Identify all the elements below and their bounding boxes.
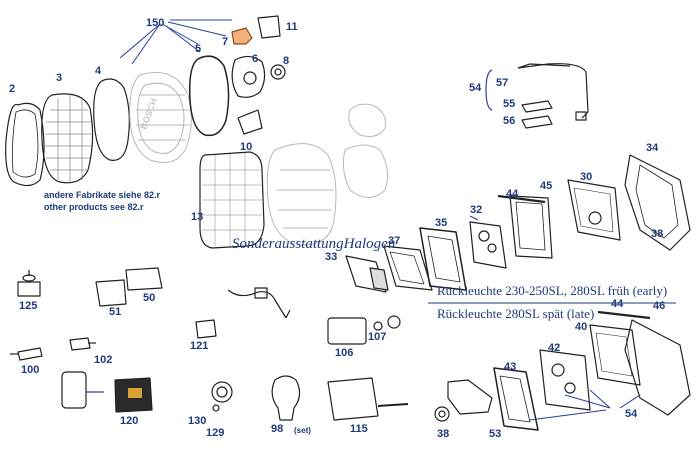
flasher-drawing <box>61 371 87 409</box>
nut-107-drawing <box>373 321 383 331</box>
caption-sonderausstattung: SonderausstattungHalogen <box>232 236 396 252</box>
label-102: 102 <box>94 354 113 366</box>
label-57: 57 <box>496 77 509 89</box>
switch-121-drawing <box>195 319 217 339</box>
caption-rueckleuchte-late: Rückleuchte 280SL spät (late) <box>437 306 595 321</box>
label-8: 8 <box>283 55 290 67</box>
reflector-unit-drawing <box>129 72 192 163</box>
label-100: 100 <box>21 364 40 376</box>
socket-drawing <box>270 64 286 80</box>
relay-106-drawing <box>327 317 367 345</box>
label-2: 2 <box>9 83 16 95</box>
label-125: 125 <box>19 300 38 312</box>
label-98: 98 <box>271 423 284 435</box>
label-106: 106 <box>335 347 354 359</box>
label-120: 120 <box>120 415 139 427</box>
late-lamp-bezel-drawing <box>493 367 539 431</box>
tail-lamp-lens-drawing <box>567 179 621 241</box>
label-7: 7 <box>222 36 229 48</box>
label-10: 10 <box>240 141 253 153</box>
label-44-bottom: 44 <box>611 298 624 310</box>
label-38-top: 38 <box>651 228 664 240</box>
label-50: 50 <box>143 292 156 304</box>
tail-lamp-housing-drawing <box>624 154 691 251</box>
label-55: 55 <box>503 98 516 110</box>
label-51: 51 <box>109 306 122 318</box>
bracket-drawing <box>257 15 281 39</box>
halogen-assembly-drawing <box>266 143 337 246</box>
note-other-products: other products see 82.r <box>44 202 144 212</box>
label-13: 13 <box>191 211 204 223</box>
label-33: 33 <box>325 251 338 263</box>
label-34: 34 <box>646 142 659 154</box>
bulb-130-drawing <box>211 381 233 403</box>
rear-lamp-bezel-drawing <box>419 227 467 291</box>
label-150: 150 <box>146 17 165 29</box>
gasket-51-drawing <box>95 279 127 307</box>
tail-lamp-gasket-drawing <box>497 194 546 204</box>
halogen-lens-drawing <box>199 151 265 249</box>
label-38-bottom: 38 <box>437 428 450 440</box>
label-35: 35 <box>435 217 448 229</box>
label-107: 107 <box>368 331 387 343</box>
label-54-top: 54 <box>469 82 482 94</box>
label-53: 53 <box>489 428 502 440</box>
wire-harness-drawing <box>227 289 291 319</box>
label-30: 30 <box>580 171 593 183</box>
label-43: 43 <box>504 361 517 373</box>
late-lamp-base-drawing <box>539 349 591 411</box>
bulb-socket-drawing <box>588 211 602 225</box>
label-3: 3 <box>56 72 63 84</box>
caption-rueckleuchte-early: Rückleuchte 230-250SL, 280SL früh (early… <box>437 283 668 298</box>
rear-lamp-lens-drawing <box>383 245 433 291</box>
bulb-holder-drawing <box>231 27 253 45</box>
lamp-base-drawing <box>345 255 387 293</box>
headlamp-seal-drawing <box>93 78 130 161</box>
reflector-bowl-drawing <box>231 55 266 98</box>
sensor-100-drawing <box>17 347 43 361</box>
label-115: 115 <box>350 423 368 435</box>
label-37: 37 <box>388 235 401 247</box>
label-54-bottom: 54 <box>625 408 638 420</box>
label-32: 32 <box>470 204 483 216</box>
label-42: 42 <box>548 342 561 354</box>
label-56: 56 <box>503 115 516 127</box>
switch-115-drawing <box>327 377 379 421</box>
bosch-logo: BOSCH <box>138 97 159 131</box>
gasket-drawing <box>521 100 553 113</box>
label-44-top: 44 <box>506 188 519 200</box>
label-121: 121 <box>190 340 209 352</box>
label-40: 40 <box>575 321 588 333</box>
label-129: 129 <box>206 427 225 439</box>
switch-125-drawing <box>17 281 41 297</box>
label-45: 45 <box>540 180 553 192</box>
headlamp-lens-drawing <box>41 93 94 184</box>
sensor-102-drawing <box>69 337 91 351</box>
tail-lamp-frame-drawing <box>509 195 553 259</box>
bulb-98-drawing <box>271 375 301 421</box>
housing-50-drawing <box>125 267 163 291</box>
label-set: (set) <box>294 426 311 435</box>
light-bracket-drawing <box>517 63 589 119</box>
mounting-ring-drawing <box>188 55 230 137</box>
headlamp-rim-drawing <box>5 102 45 187</box>
label-5: 5 <box>195 43 202 55</box>
bulb-holder-late-drawing <box>447 379 493 415</box>
label-46: 46 <box>653 300 666 312</box>
label-130: 130 <box>188 415 207 427</box>
cap-drawing <box>237 109 263 135</box>
label-6: 6 <box>252 53 259 65</box>
late-lamp-housing-drawing <box>624 319 691 416</box>
label-4: 4 <box>95 65 102 77</box>
label-11: 11 <box>286 21 298 33</box>
note-andere-fabrikate: andere Fabrikate siehe 82.r <box>44 190 161 200</box>
